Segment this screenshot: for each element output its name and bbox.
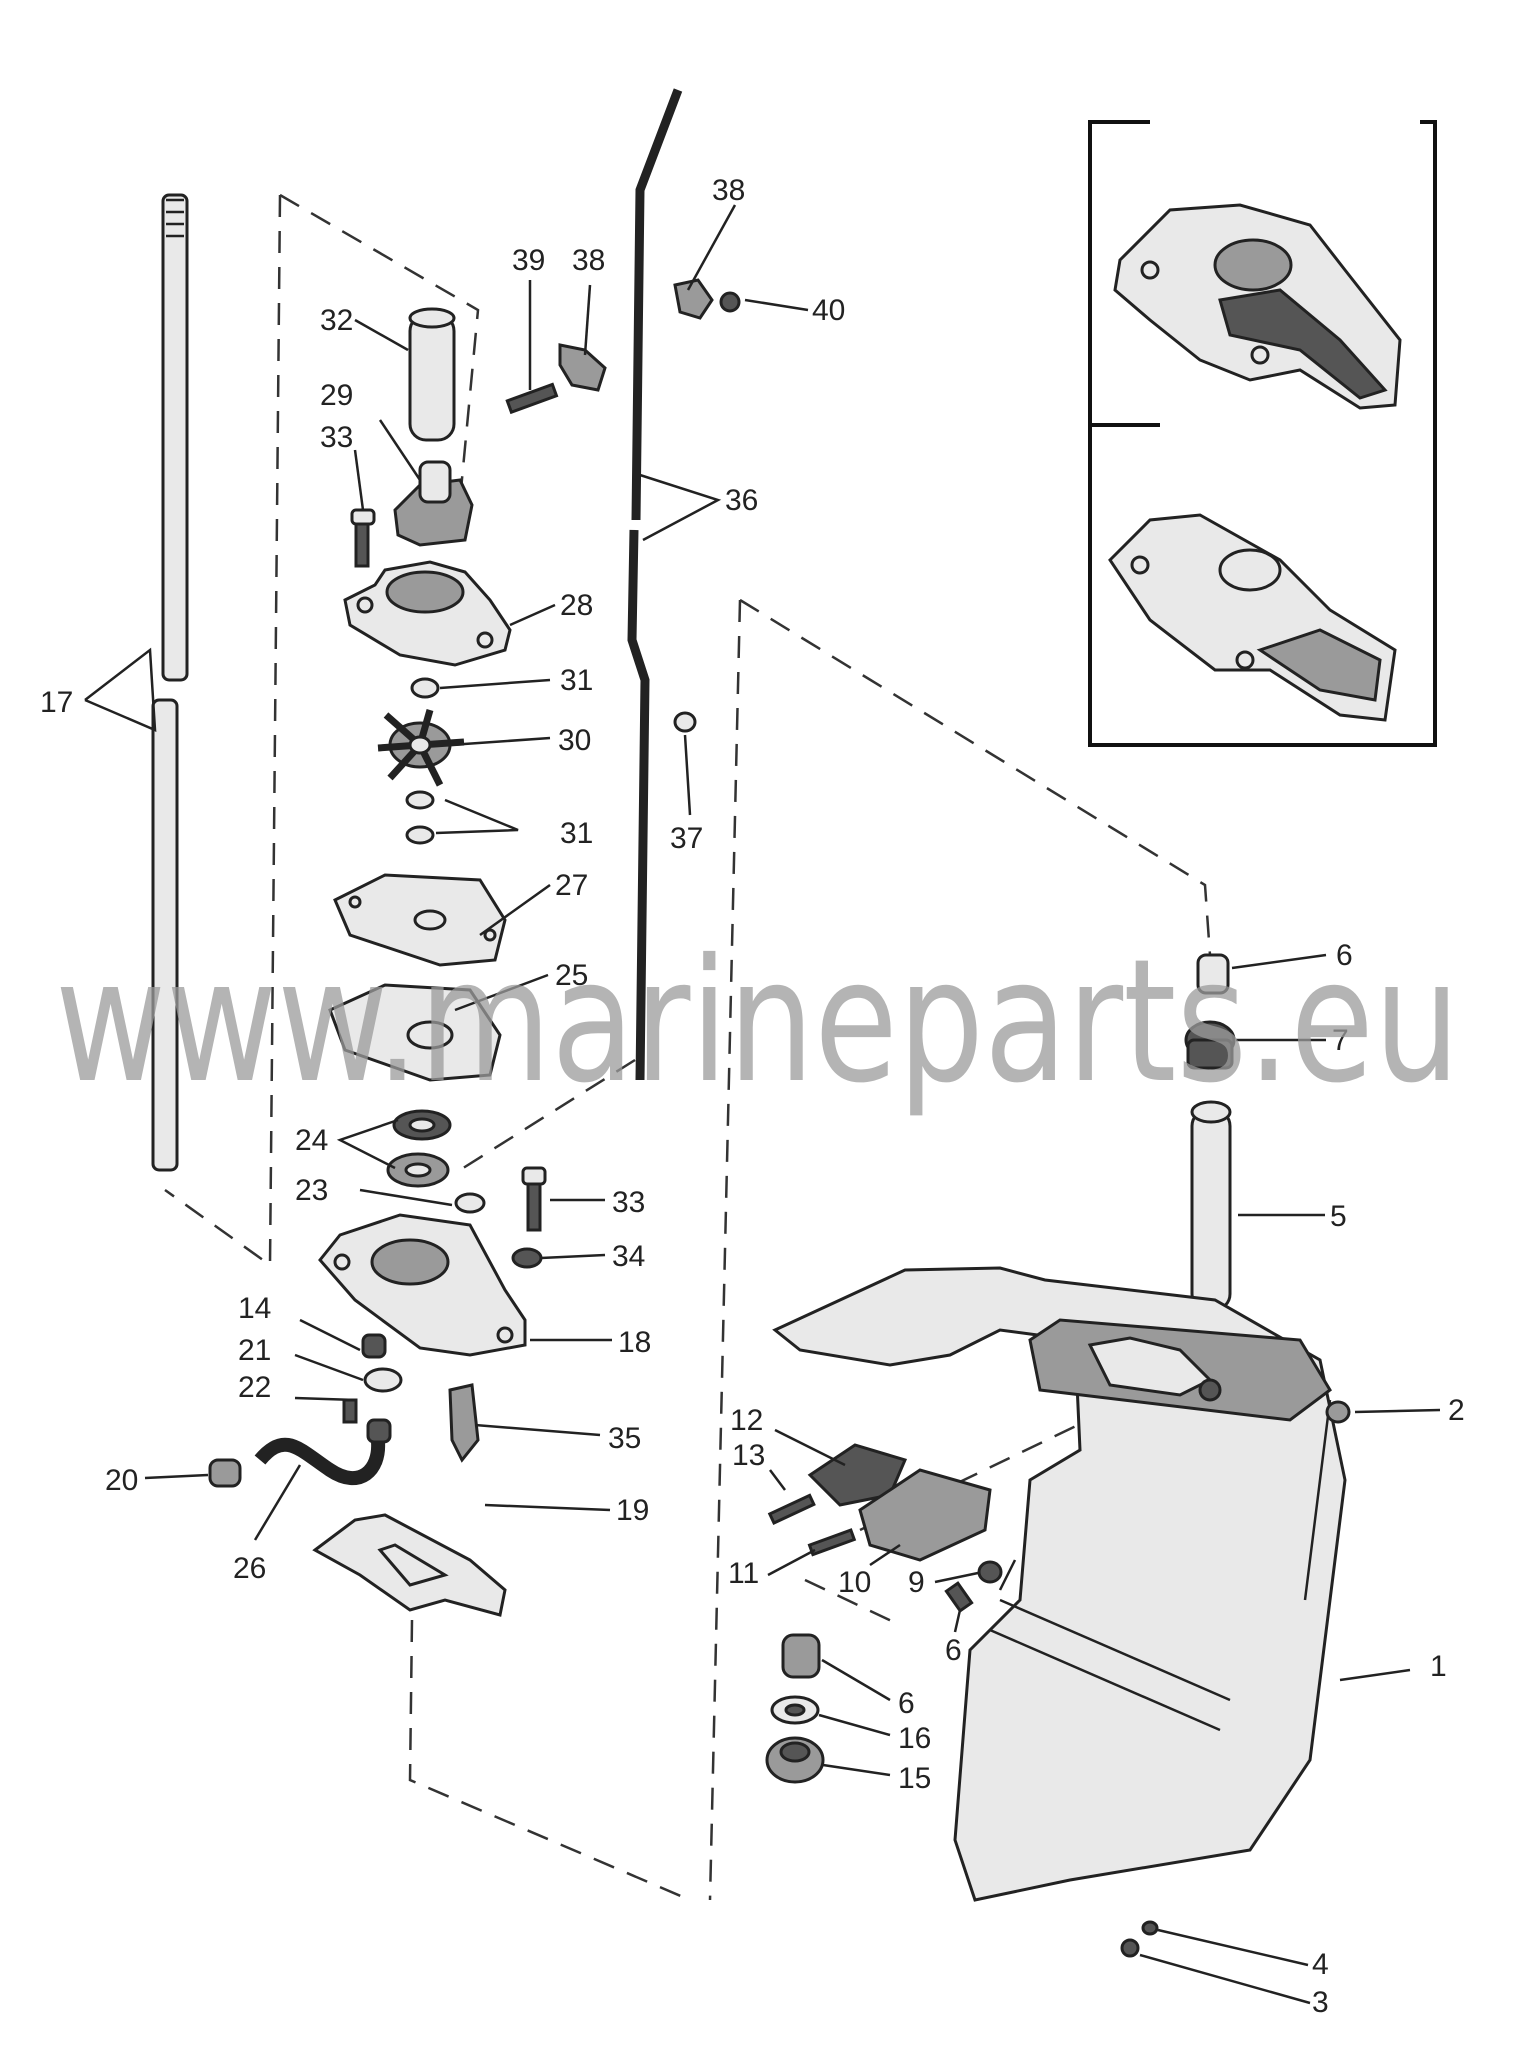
callout-25: 25 [555,959,588,992]
washer-37 [673,711,697,733]
screw-22 [342,1398,358,1424]
screw-13 [767,1493,816,1525]
nut-9 [977,1560,1003,1584]
callout-23: 23 [295,1174,328,1207]
screw-3 [1120,1938,1140,1958]
callout-2: 2 [1448,1394,1465,1427]
callout-19: 19 [616,1494,649,1527]
callout-17: 17 [40,686,73,719]
callout-37: 37 [670,822,703,855]
shift-lever-38-left [558,343,607,392]
tube-32 [408,307,456,442]
callout-1: 1 [1430,1650,1447,1683]
coupler-35 [448,1383,480,1463]
plate-21 [363,1367,403,1393]
callout-8: 6 [945,1634,962,1667]
drive-shaft [151,193,189,1172]
callout-33-upper: 33 [320,421,353,454]
callout-40: 40 [812,294,845,327]
bushing-6-lower [781,1633,821,1679]
callout-4: 4 [1312,1948,1329,1981]
plug-2 [1325,1400,1351,1424]
callout-31-upper: 31 [560,664,593,697]
callout-15: 15 [898,1762,931,1795]
callout-29: 29 [320,379,353,412]
callout-36: 36 [725,484,758,517]
inset-pump-housing-bottom [1108,513,1397,722]
o-ring-31-lower [405,790,435,845]
watermark: www.marineparts.eu [55,923,1460,1121]
callout-26: 26 [233,1552,266,1585]
callout-11: 11 [728,1557,759,1590]
washer-16 [770,1695,820,1725]
callout-6-upper: 6 [1336,939,1353,972]
callout-6-lower: 6 [898,1687,915,1720]
callout-39: 39 [512,244,545,277]
screen-10 [858,1468,992,1562]
washer-23 [454,1192,486,1214]
callout-28: 28 [560,589,593,622]
gear-housing-1 [772,1266,1347,1902]
callout-18: 18 [618,1326,651,1359]
seal-7 [1184,1020,1236,1070]
callout-12: 12 [730,1404,763,1437]
callout-35: 35 [608,1422,641,1455]
screw-33-upper [350,508,376,568]
screw-8 [944,1581,974,1613]
callout-34: 34 [612,1240,645,1273]
callout-32: 32 [320,304,353,337]
tube-5 [1190,1100,1232,1312]
callout-33-lower: 33 [612,1186,645,1219]
callout-10: 10 [838,1566,871,1599]
callout-30: 30 [558,724,591,757]
centrifugal-slinger-29 [393,460,474,547]
callout-14: 14 [238,1292,271,1325]
screw-39 [505,382,559,415]
grommet-20 [208,1458,242,1488]
water-pump-housing-28 [343,560,512,667]
callout-7: 7 [1332,1024,1349,1057]
callout-5: 5 [1330,1200,1347,1233]
o-ring-31-upper [410,677,440,699]
gear-15 [765,1736,825,1784]
gasket-19 [312,1513,507,1617]
callout-27: 27 [555,869,588,902]
seals-24 [386,1109,452,1188]
water-pump-base-18 [318,1213,527,1357]
callout-20: 20 [105,1464,138,1497]
callout-16: 16 [898,1722,931,1755]
callout-22: 22 [238,1371,271,1404]
face-plate-27 [333,873,507,967]
callout-38-left: 38 [572,244,605,277]
impeller-30 [377,709,465,787]
shift-cam-38-right [673,278,714,320]
callout-21: 21 [238,1334,271,1367]
bushing-6-upper [1196,953,1230,995]
shift-shaft [627,88,683,1081]
inset-pump-housing-top [1113,203,1402,410]
nut-40 [719,291,741,313]
callout-38-right: 38 [712,174,745,207]
inset-panel [1088,120,1437,747]
screw-33-lower [521,1166,547,1232]
callout-24: 24 [295,1124,328,1157]
callout-31-lower: 31 [560,817,593,850]
fitting-14 [361,1333,387,1359]
leader-lines [84,204,1441,2005]
callout-13: 13 [732,1439,765,1472]
screw-11 [807,1528,857,1557]
callout-3: 3 [1312,1986,1329,2019]
callout-9: 9 [908,1566,925,1599]
washer-4 [1141,1920,1159,1936]
washer-34 [511,1247,543,1269]
callout-numbers: 1 2 3 4 5 6 7 6 16 15 6 9 10 11 12 13 17… [40,174,1465,2019]
water-tube-26 [254,1418,392,1486]
